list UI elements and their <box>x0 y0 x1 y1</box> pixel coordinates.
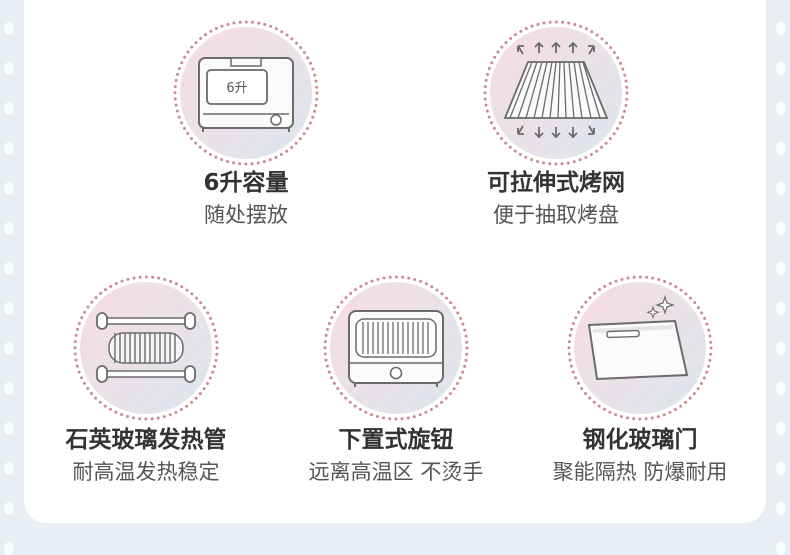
feature-subtitle: 聚能隔热 防爆耐用 <box>552 460 728 484</box>
border-dot <box>4 62 14 75</box>
feature-glass-door-badge <box>567 275 713 421</box>
heating-tube-icon <box>73 275 219 421</box>
border-dot <box>4 342 14 355</box>
border-dot <box>4 302 14 315</box>
border-dot <box>776 262 786 275</box>
feature-subtitle: 远离高温区 不烫手 <box>308 460 484 484</box>
feature-rack-badge <box>483 20 629 166</box>
feature-subtitle: 耐高温发热稳定 <box>72 460 220 484</box>
feature-card: 6升 6升容量 随处摆放 <box>24 0 766 523</box>
right-dot-border <box>768 0 790 555</box>
border-dot <box>4 22 14 35</box>
border-dot <box>776 302 786 315</box>
feature-glass-door: 钢化玻璃门 聚能隔热 防爆耐用 <box>530 275 750 507</box>
bottom-knob-icon <box>323 275 469 421</box>
oven-capacity-label: 6升 <box>226 81 247 96</box>
feature-capacity: 6升 6升容量 随处摆放 <box>146 20 346 252</box>
feature-title: 6升容量 <box>203 170 289 196</box>
border-dot <box>4 182 14 195</box>
feature-subtitle: 便于抽取烤盘 <box>493 203 619 227</box>
border-dot <box>776 182 786 195</box>
feature-title: 钢化玻璃门 <box>582 427 698 453</box>
border-dot <box>4 222 14 235</box>
border-dot <box>776 542 786 555</box>
border-dot <box>776 462 786 475</box>
feature-subtitle: 随处摆放 <box>204 203 288 227</box>
border-dot <box>776 142 786 155</box>
border-dot <box>776 502 786 515</box>
feature-title: 下置式旋钮 <box>338 427 454 453</box>
feature-title: 可拉伸式烤网 <box>487 170 625 196</box>
border-dot <box>4 102 14 115</box>
border-dot <box>776 22 786 35</box>
border-dot <box>4 422 14 435</box>
border-dot <box>4 382 14 395</box>
feature-title: 石英玻璃发热管 <box>65 427 227 453</box>
border-dot <box>776 422 786 435</box>
feature-heating-tube: 石英玻璃发热管 耐高温发热稳定 <box>46 275 246 507</box>
feature-rack: 可拉伸式烤网 便于抽取烤盘 <box>456 20 656 252</box>
border-dot <box>4 142 14 155</box>
border-dot <box>776 342 786 355</box>
border-dot <box>4 542 14 555</box>
left-dot-border <box>0 0 22 555</box>
border-dot <box>776 62 786 75</box>
oven-icon: 6升 <box>173 20 319 166</box>
feature-capacity-badge: 6升 <box>173 20 319 166</box>
border-dot <box>4 462 14 475</box>
feature-knob-badge <box>323 275 469 421</box>
border-dot <box>776 382 786 395</box>
feature-knob: 下置式旋钮 远离高温区 不烫手 <box>276 275 516 507</box>
border-dot <box>4 262 14 275</box>
border-dot <box>4 502 14 515</box>
feature-heating-tube-badge <box>73 275 219 421</box>
extendable-rack-icon <box>483 20 629 166</box>
border-dot <box>776 222 786 235</box>
border-dot <box>776 102 786 115</box>
glass-door-icon <box>567 275 713 421</box>
